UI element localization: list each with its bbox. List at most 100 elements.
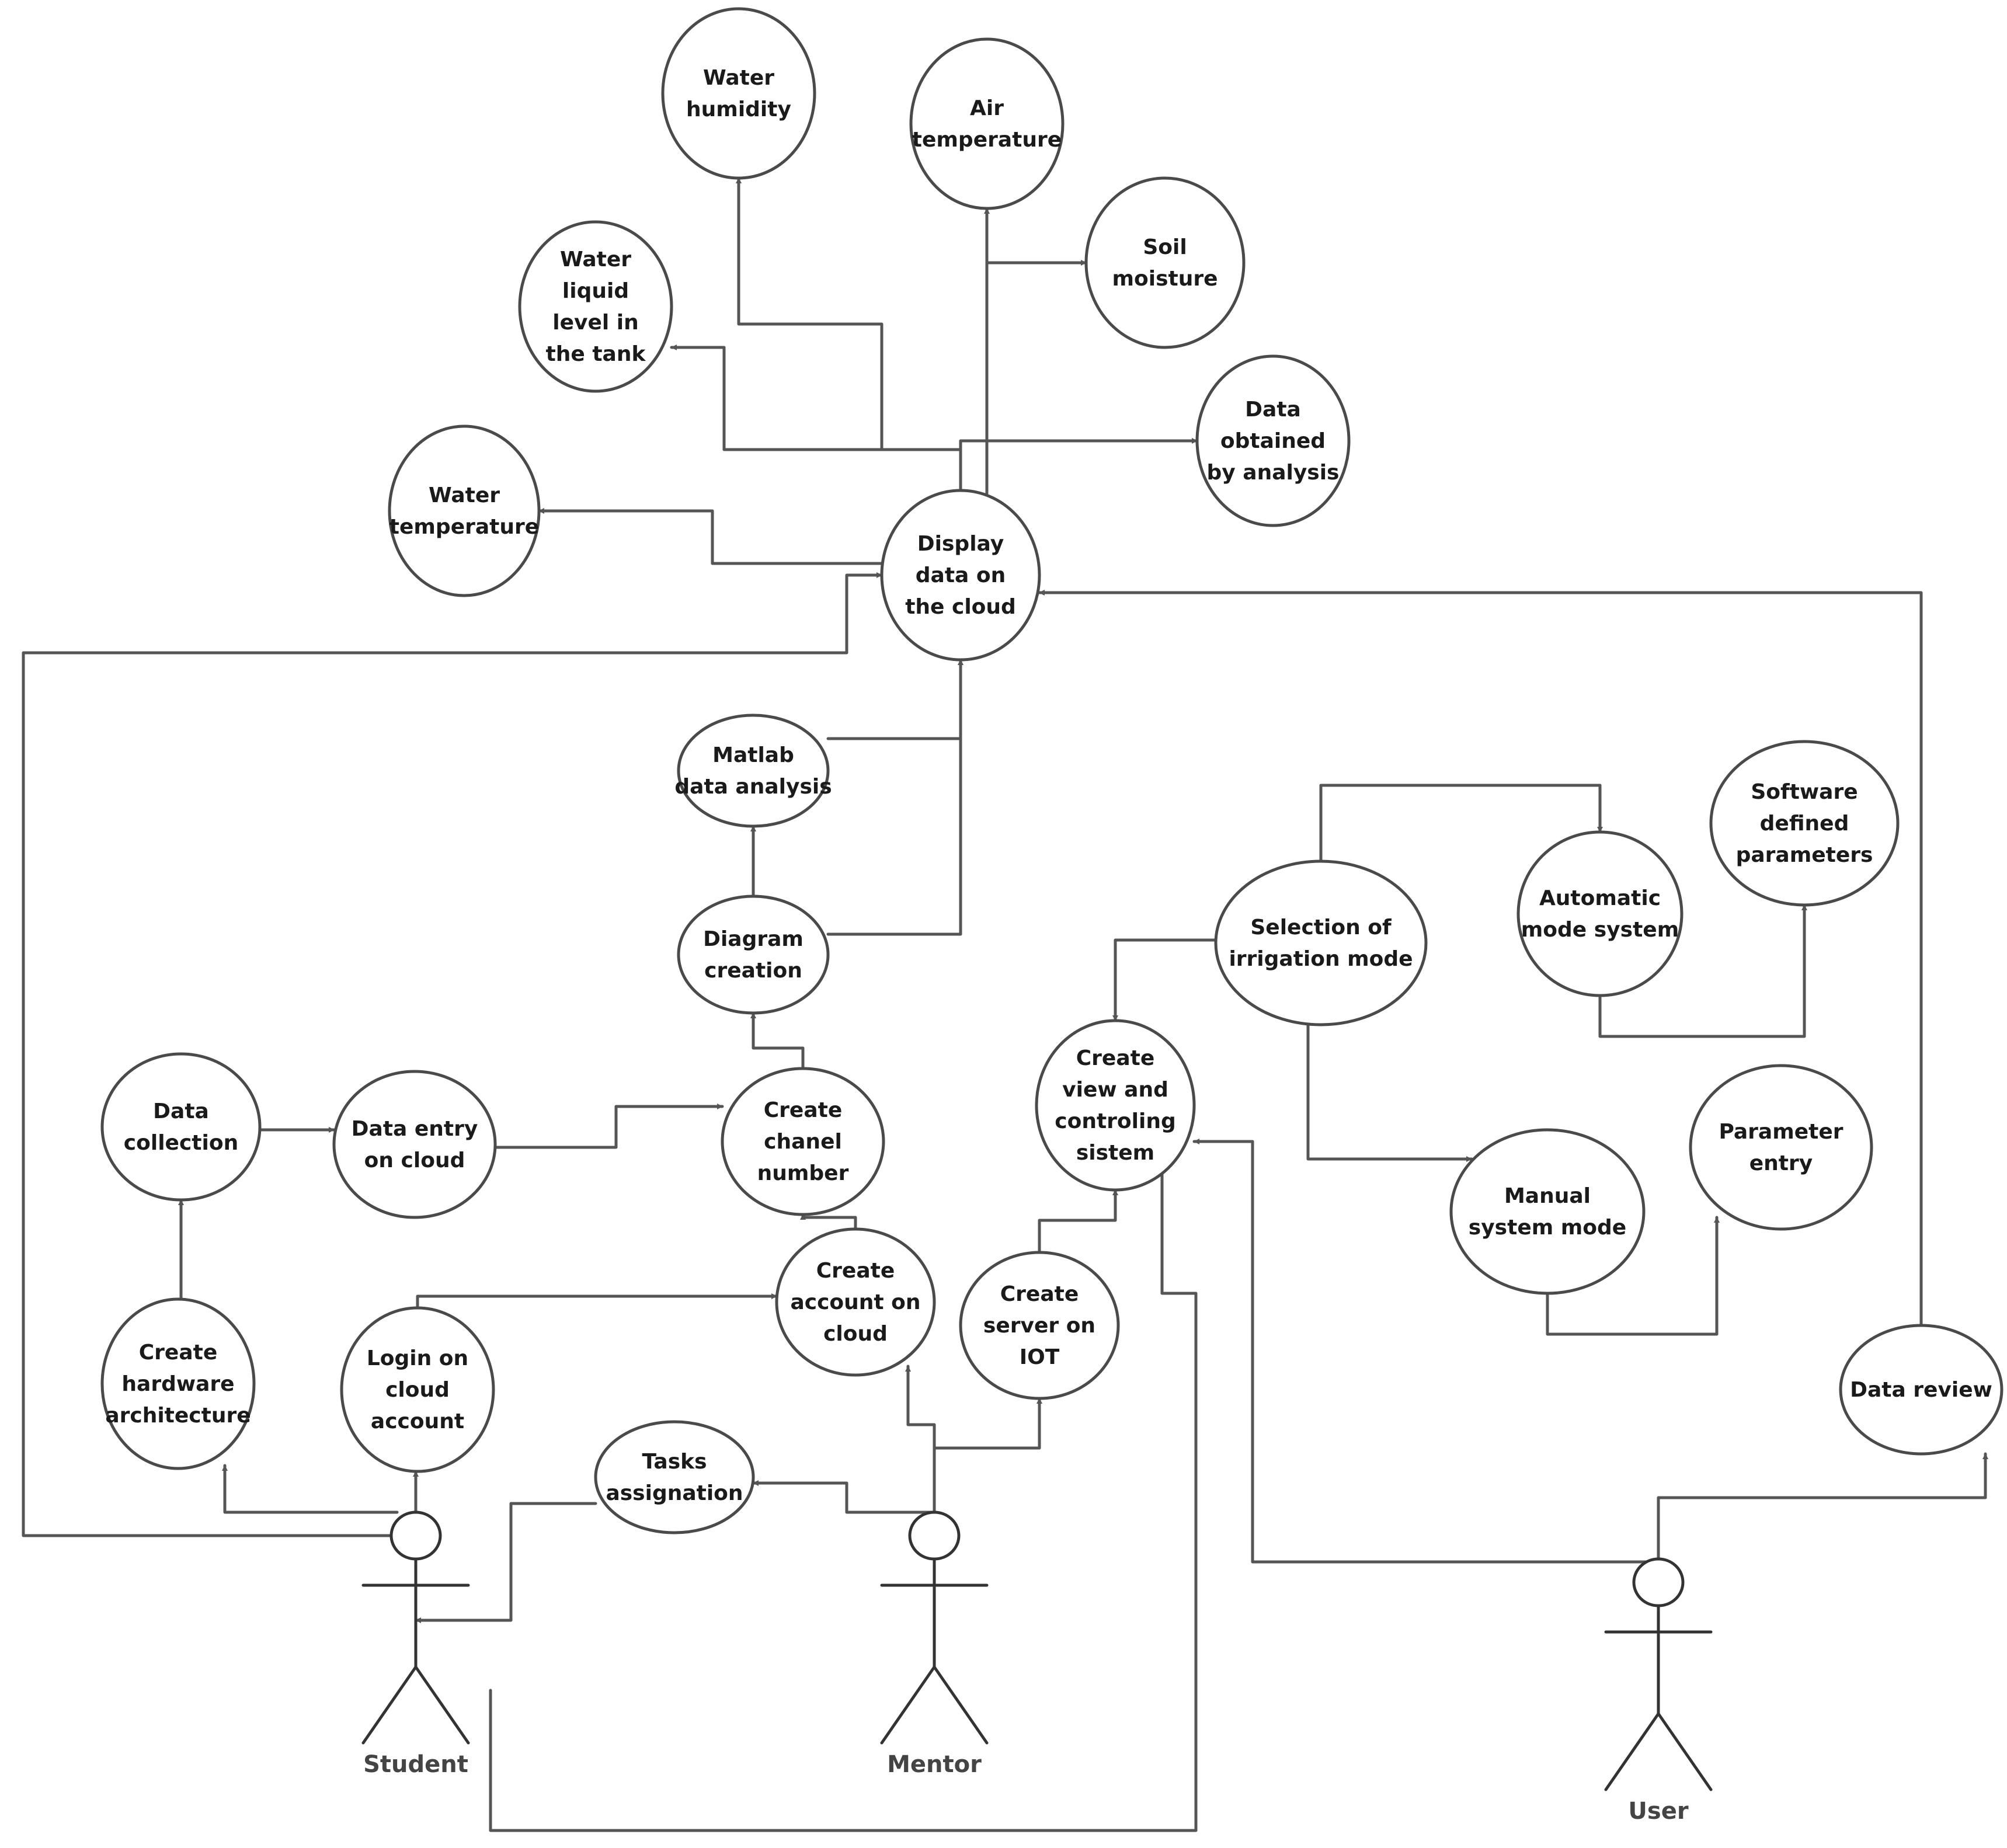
use-case-label: collection — [124, 1131, 238, 1155]
use-case-label: Water — [560, 248, 631, 272]
connector-diagram-creation-to-display-cloud — [826, 658, 964, 936]
stick-figure-icon — [880, 1511, 989, 1745]
use-case-label: cloud — [385, 1378, 450, 1402]
use-case-ellipse — [1195, 354, 1351, 527]
use-case-label: on cloud — [364, 1149, 465, 1172]
connector-login-cloud-to-create-account — [416, 1293, 778, 1310]
connector-student-to-display-cloud — [22, 572, 884, 1537]
use-case-label: mode system — [1521, 918, 1679, 942]
use-case-label: assignation — [606, 1481, 743, 1505]
use-case-ellipse — [340, 1306, 495, 1473]
connector-user-to-view-control — [1192, 1139, 1660, 1564]
use-case-label: server on — [983, 1314, 1095, 1338]
use-case-ellipse — [661, 7, 816, 180]
use-case-ellipse — [1035, 1019, 1196, 1192]
use-case-label: the tank — [546, 342, 646, 366]
use-case-label: moisture — [1112, 267, 1218, 291]
use-case-create-server: Create server on IOT — [959, 1251, 1120, 1400]
connector-irrigation-mode-to-manual-mode — [1306, 1023, 1473, 1162]
connector-data-review-to-display-cloud — [1038, 590, 1923, 1327]
use-case-ellipse — [721, 1067, 885, 1216]
connector-create-server-to-view-control — [1038, 1188, 1118, 1254]
use-case-label: irrigation mode — [1229, 947, 1413, 971]
actor-label: Mentor — [887, 1751, 982, 1778]
use-case-automatic-mode: Automatic mode system — [1516, 830, 1683, 997]
use-case-label: data analysis — [674, 775, 832, 799]
connector-student-to-hardware-arch — [222, 1464, 399, 1514]
connector-mentor-to-create-server — [933, 1397, 1042, 1450]
use-case-label: the cloud — [905, 595, 1016, 619]
use-case-label: Create — [816, 1259, 895, 1283]
use-case-label: architecture — [105, 1404, 251, 1428]
connector-display-cloud-to-data-analysis-result — [959, 438, 1199, 492]
use-case-ellipse — [775, 1227, 936, 1377]
connector-irrigation-mode-to-automatic-mode — [1319, 784, 1603, 863]
use-case-water-humidity: Water humidity — [661, 7, 816, 180]
actor-user: User — [1604, 1557, 1713, 1825]
use-case-label: system mode — [1469, 1216, 1626, 1240]
connector-irrigation-mode-to-view-control — [1112, 938, 1218, 1022]
use-case-label: Data entry — [352, 1117, 478, 1141]
use-case-ellipse — [1516, 830, 1683, 997]
use-case-label: Tasks — [642, 1450, 707, 1474]
connector-display-cloud-to-water-level — [670, 344, 962, 451]
use-case-data-entry: Data entry on cloud — [332, 1070, 497, 1219]
connector-manual-mode-to-parameter-entry — [1546, 1216, 1720, 1336]
connector-student-to-view-control — [489, 1137, 1198, 1832]
stick-figure-icon — [1604, 1557, 1713, 1791]
use-case-irrigation-mode: Selection of irrigation mode — [1214, 859, 1428, 1026]
use-case-label: controling — [1055, 1109, 1175, 1133]
use-case-label: chanel — [764, 1130, 842, 1154]
use-case-label: cloud — [823, 1322, 888, 1346]
connector-data-entry-to-channel-number — [493, 1104, 724, 1149]
use-case-label: view and — [1062, 1078, 1168, 1102]
use-case-label: Create — [139, 1341, 218, 1365]
use-case-label: Parameter — [1719, 1120, 1843, 1144]
use-case-label: account — [371, 1410, 464, 1433]
actor-label: Student — [363, 1751, 468, 1778]
use-case-ellipse — [677, 714, 830, 828]
use-case-label: Water — [703, 66, 774, 90]
use-case-label: Automatic — [1539, 886, 1661, 910]
connector-display-cloud-to-water-humidity — [736, 176, 962, 492]
use-case-ellipse — [332, 1070, 497, 1219]
use-case-label: Create — [764, 1098, 843, 1122]
use-case-label: Create — [1076, 1046, 1155, 1070]
use-case-tasks-assignation: Tasks assignation — [594, 1420, 755, 1534]
connector-channel-number-to-diagram-creation — [750, 1011, 805, 1070]
use-case-label: account on — [790, 1290, 920, 1314]
connector-user-to-data-review — [1657, 1452, 1988, 1560]
use-case-ellipse — [1214, 859, 1428, 1026]
use-case-create-account: Create account on cloud — [775, 1227, 936, 1377]
use-case-label: humidity — [686, 98, 791, 121]
connector-create-account-to-channel-number — [800, 1213, 857, 1231]
use-case-label: data on — [916, 563, 1006, 587]
use-case-ellipse — [1084, 176, 1246, 349]
use-case-label: Data — [153, 1099, 209, 1123]
use-case-ellipse — [388, 424, 541, 597]
use-case-label: parameters — [1736, 843, 1873, 867]
use-case-label: Selection of — [1250, 916, 1392, 939]
use-case-label: IOT — [1020, 1345, 1060, 1369]
actor-label: User — [1628, 1798, 1688, 1825]
use-case-ellipse — [100, 1297, 256, 1470]
use-case-label: Create — [1000, 1282, 1079, 1306]
use-case-label: Software — [1751, 780, 1858, 804]
use-case-label: Diagram — [703, 927, 804, 951]
use-case-label: level in — [552, 311, 638, 335]
connector-mentor-to-tasks-assignation — [752, 1480, 936, 1514]
use-case-label: Data — [1245, 398, 1301, 422]
use-case-label: Login on — [367, 1346, 468, 1370]
